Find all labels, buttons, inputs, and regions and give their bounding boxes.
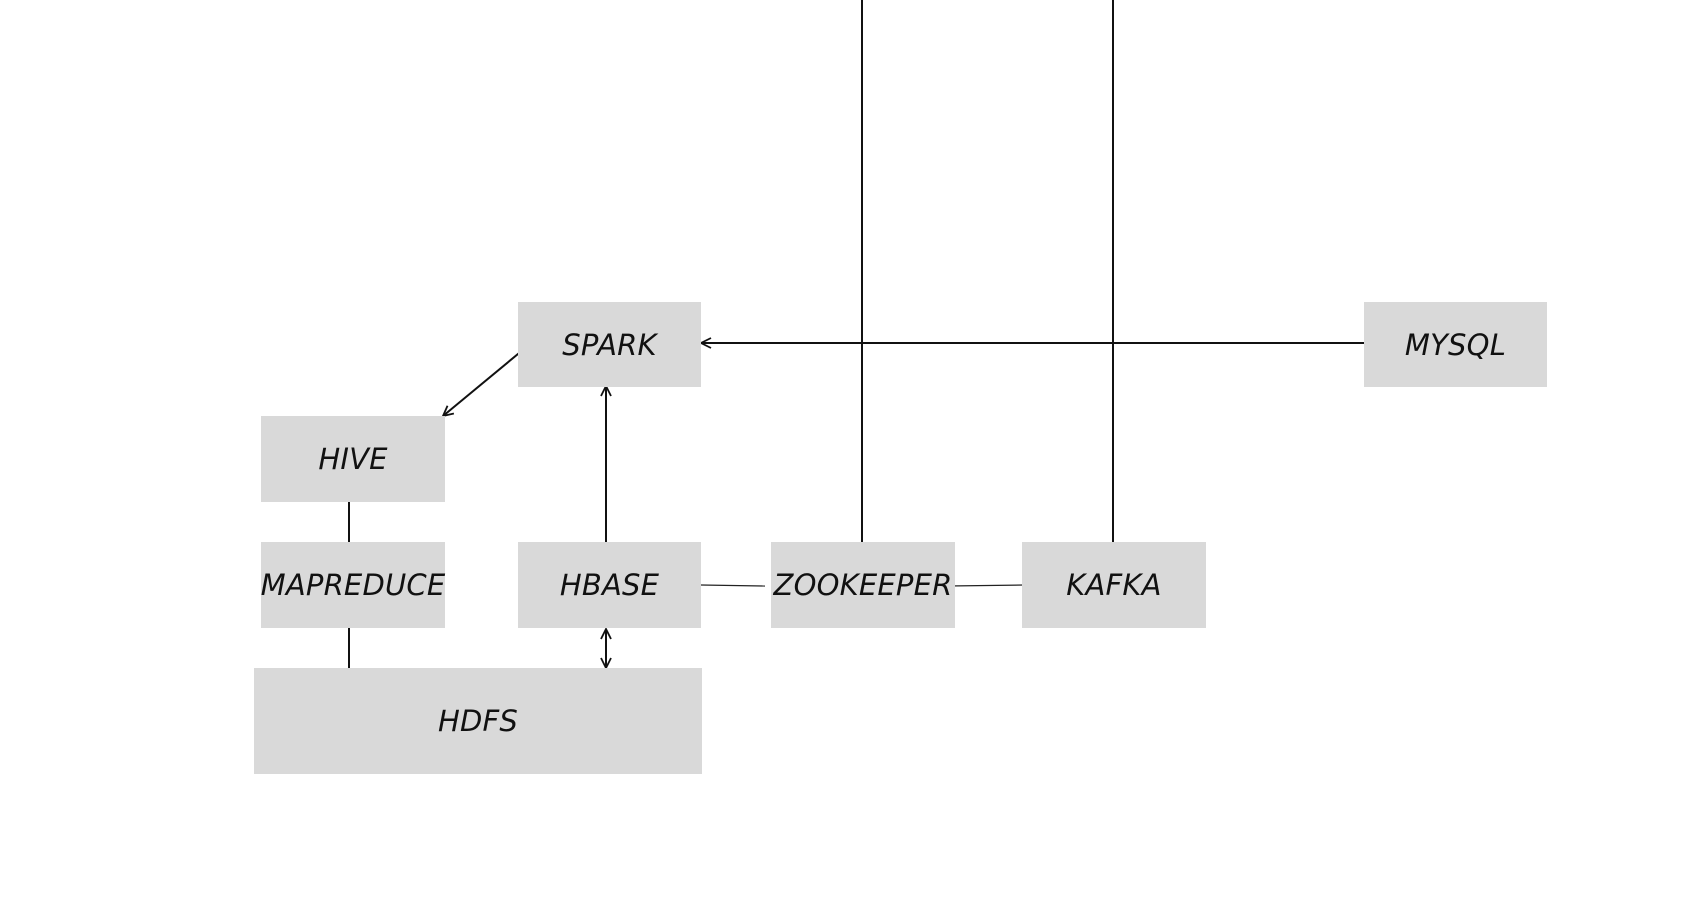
mapreduce-label: MAPREDUCE <box>260 568 446 602</box>
zookeeper-label: ZOOKEEPER <box>773 568 953 602</box>
mysql-node: MYSQL <box>1364 302 1547 387</box>
zookeeper-node: ZOOKEEPER <box>771 542 955 628</box>
kafka-label: KAFKA <box>1066 568 1162 602</box>
spark-node: SPARK <box>518 302 701 387</box>
hive-label: HIVE <box>318 442 388 476</box>
hdfs-label: HDFS <box>437 704 519 738</box>
hdfs-node: HDFS <box>254 668 702 774</box>
mapreduce-node: MAPREDUCE <box>261 542 445 628</box>
kafka-node: KAFKA <box>1022 542 1206 628</box>
spark-to-hive-arrow <box>443 348 525 416</box>
spark-label: SPARK <box>562 327 657 362</box>
mysql-label: MYSQL <box>1404 327 1507 362</box>
hbase-zookeeper-line <box>700 584 766 587</box>
zookeeper-kafka-line <box>947 584 1025 587</box>
hbase-node: HBASE <box>518 542 701 628</box>
hive-node: HIVE <box>261 416 445 502</box>
hbase-label: HBASE <box>559 568 660 602</box>
